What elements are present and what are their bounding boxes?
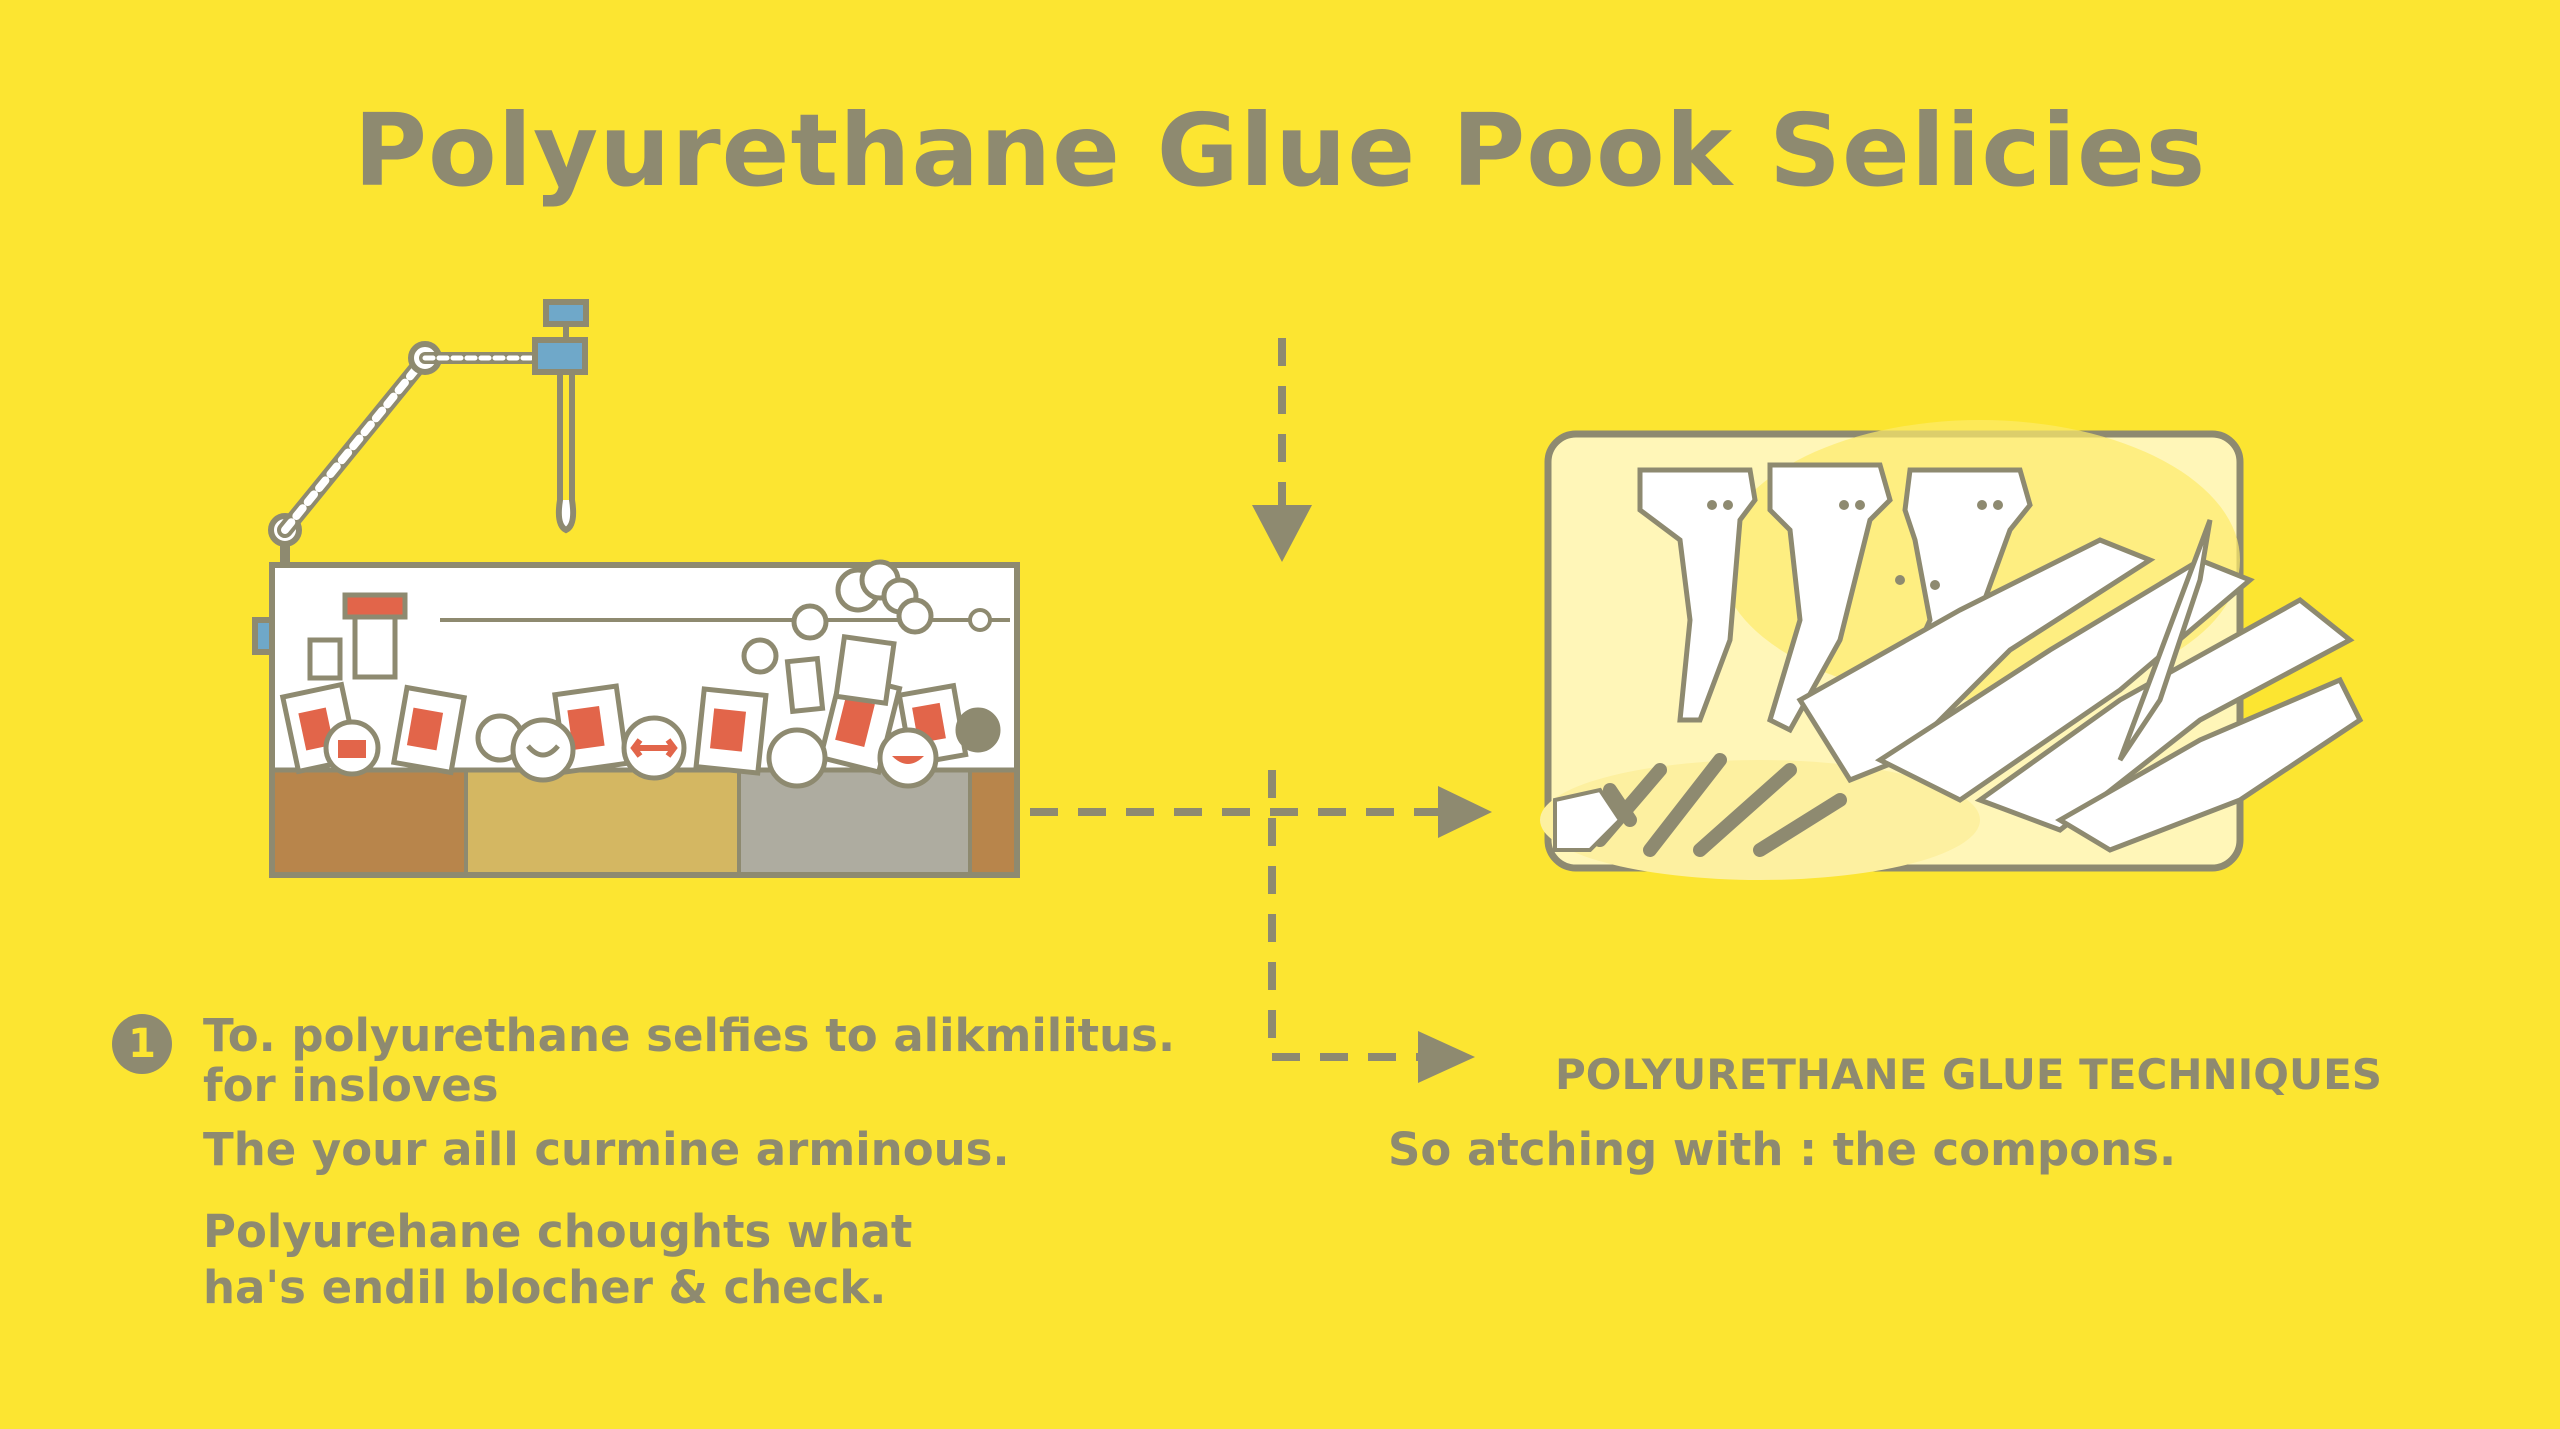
page-title: Polyurethane Glue Pook Selicies [353, 92, 2207, 209]
step-line-4b: ha's endil blocher & check. [203, 1261, 887, 1314]
shattered-pieces-icon [1540, 420, 2364, 880]
arrow-heads [1252, 505, 1492, 1083]
arrow-down-head [1252, 505, 1312, 562]
techniques-heading: POLYURETHANE GLUE TECHNIQUES [1555, 1050, 2383, 1099]
step-line-3: The your aill curmine arminous. [203, 1123, 1010, 1176]
step-number-badge: 1 [112, 1014, 172, 1074]
arrow-right-head [1438, 786, 1492, 838]
arrow-right-head-lower [1418, 1031, 1475, 1083]
techniques-body: So atching with : the compons. [1388, 1123, 2177, 1176]
step-line-4a: Polyurehane choughts what [203, 1205, 913, 1258]
step-line-1: To. polyurethane selfies to alikmilitus. [203, 1009, 1176, 1062]
flow-arrows [1030, 338, 1445, 1061]
parts-bin-icon [269, 559, 1020, 878]
step-line-2: for insloves [203, 1059, 499, 1112]
